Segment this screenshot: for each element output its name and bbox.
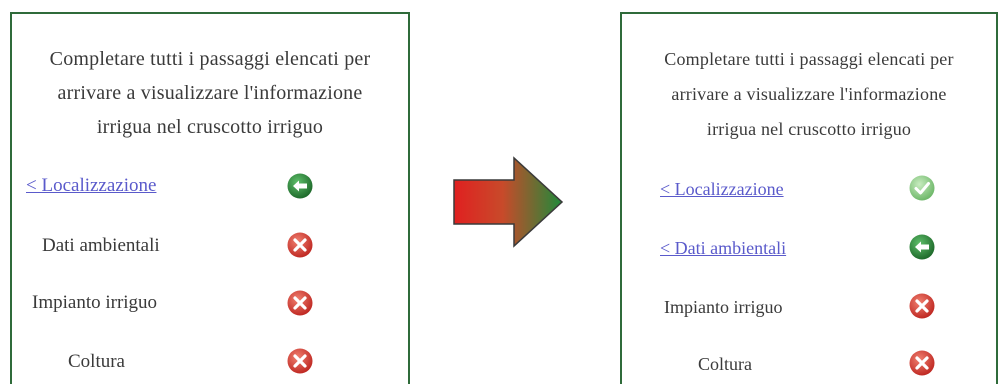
green-back-arrow-icon[interactable] <box>908 233 936 261</box>
step-localizzazione-link[interactable]: < Localizzazione <box>660 179 784 199</box>
instructions-line: irrigua nel cruscotto irriguo <box>706 119 912 139</box>
step-impianto-irriguo: Impianto irriguo <box>664 297 783 317</box>
instructions-line: arrivare a visualizzare l'informazione <box>57 82 363 104</box>
green-check-icon <box>908 174 936 202</box>
instructions-line: arrivare a visualizzare l'informazione <box>671 84 947 104</box>
red-x-icon <box>286 289 314 317</box>
red-x-icon <box>908 349 936 377</box>
right-status-panel: Completare tutti i passaggi elencati per… <box>620 12 998 384</box>
step-coltura: Coltura <box>68 351 125 372</box>
instructions-line: irrigua nel cruscotto irriguo <box>96 116 324 138</box>
instructions-text: Completare tutti i passaggi elencati per… <box>12 42 408 144</box>
step-impianto-irriguo: Impianto irriguo <box>32 292 158 313</box>
red-x-icon <box>908 292 936 320</box>
step-coltura: Coltura <box>698 354 752 374</box>
step-dati-ambientali: Dati ambientali <box>42 235 160 256</box>
instructions-line: Completare tutti i passaggi elencati per <box>664 49 954 69</box>
left-status-panel: Completare tutti i passaggi elencati per… <box>10 12 410 384</box>
right-arrow-icon <box>452 156 564 248</box>
instructions-line: Completare tutti i passaggi elencati per <box>49 48 371 70</box>
step-dati-ambientali-link[interactable]: < Dati ambientali <box>660 238 787 258</box>
red-x-icon <box>286 231 314 259</box>
step-localizzazione-link[interactable]: < Localizzazione <box>26 175 157 196</box>
red-x-icon <box>286 347 314 375</box>
green-back-arrow-icon[interactable] <box>286 172 314 200</box>
instructions-text: Completare tutti i passaggi elencati per… <box>622 42 996 147</box>
